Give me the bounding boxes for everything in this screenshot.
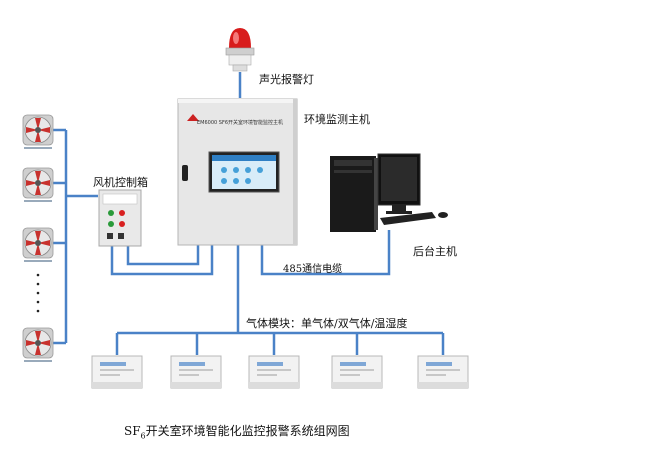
gas-sensor-module-icon — [248, 355, 300, 389]
gas-sensor-module-icon — [331, 355, 383, 389]
caption-prefix: SF — [124, 424, 141, 438]
fan-control-box-icon — [98, 189, 142, 247]
gas-sensor-module-icon — [91, 355, 143, 389]
cabinet-panel-text: EM6000 SF6开关室环境智能监控主机 — [197, 120, 284, 126]
connection-lines — [52, 72, 445, 355]
exhaust-fan-icon — [22, 227, 54, 262]
logo-icon — [187, 114, 199, 121]
exhaust-fan-icon — [22, 167, 54, 202]
alarm-light-icon — [225, 28, 255, 72]
exhaust-fan-icon — [22, 327, 54, 362]
fan-box-label: 风机控制箱 — [93, 176, 148, 189]
monitor-host-label: 环境监测主机 — [304, 113, 370, 126]
cable-label: 485通信电缆 — [283, 264, 343, 275]
ellipsis-dots — [36, 273, 40, 313]
gas-modules-label: 气体模块：单气体/双气体/温湿度 — [246, 317, 408, 330]
diagram-caption: SF6开关室环境智能化监控报警系统组网图 — [124, 422, 350, 440]
backend-host-label: 后台主机 — [413, 245, 457, 258]
alarm-light-label: 声光报警灯 — [259, 73, 314, 86]
caption-text: 开关室环境智能化监控报警系统组网图 — [145, 424, 350, 438]
monitor-host-cabinet — [177, 98, 298, 246]
caption-subscript: 6 — [140, 431, 146, 441]
gas-sensor-module-icon — [417, 355, 469, 389]
exhaust-fan-icon — [22, 114, 54, 149]
lock-icon — [182, 165, 188, 181]
gas-sensor-module-icon — [170, 355, 222, 389]
desktop-computer-icon — [330, 153, 448, 232]
